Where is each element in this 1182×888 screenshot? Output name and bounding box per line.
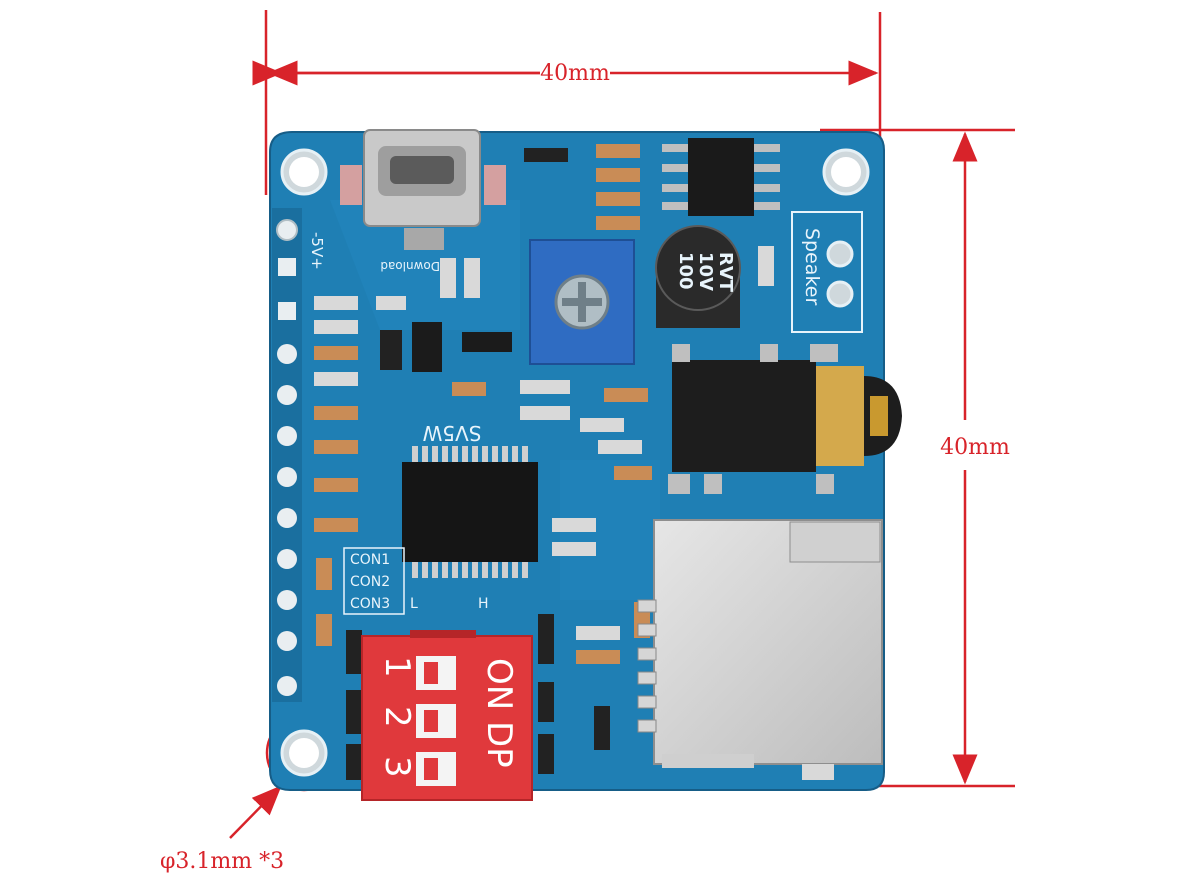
width-label: 40mm xyxy=(540,61,610,86)
con-labels: CON1 CON2 CON3 L H xyxy=(343,547,489,615)
mounting-holes xyxy=(280,148,870,777)
download-label: Download xyxy=(380,259,440,273)
electrolytic-capacitor: 100 10V RVT xyxy=(655,225,741,328)
con3-label: CON3 xyxy=(350,596,390,612)
chip-label: SV5W xyxy=(422,421,481,445)
h-label: H xyxy=(478,596,489,612)
speaker-terminal: Speaker xyxy=(791,211,863,333)
pin-header xyxy=(272,208,302,702)
capacitor-label-3: RVT xyxy=(715,252,736,293)
micro-usb-connector xyxy=(340,129,506,250)
con2-label: CON2 xyxy=(350,574,390,590)
pcb-board: -5V+ Download xyxy=(269,129,902,801)
l-label: L xyxy=(410,596,418,612)
dip-number-1: 1 xyxy=(377,656,417,678)
main-chip: SV5W xyxy=(402,421,538,578)
sd-card-slot xyxy=(637,519,883,780)
speaker-label: Speaker xyxy=(801,228,823,305)
dip-number-2: 2 xyxy=(377,706,417,728)
dip-switch: 1 2 3 ON DP xyxy=(361,630,533,801)
audio-jack xyxy=(668,344,902,494)
amplifier-ic xyxy=(662,138,780,216)
potentiometer xyxy=(529,239,635,365)
pin-voltage-label: -5V+ xyxy=(308,232,326,270)
dip-label: ON DP xyxy=(479,658,519,768)
hole-label: φ3.1mm *3 xyxy=(160,849,284,874)
capacitor-label-2: 10V xyxy=(695,252,716,291)
dip-number-3: 3 xyxy=(377,756,417,778)
con1-label: CON1 xyxy=(350,552,390,568)
height-label: 40mm xyxy=(940,435,1010,460)
dimension-annotations: 40mm 40mm φ3.1mm *3 xyxy=(160,10,1015,874)
capacitor-label-1: 100 xyxy=(675,252,696,290)
